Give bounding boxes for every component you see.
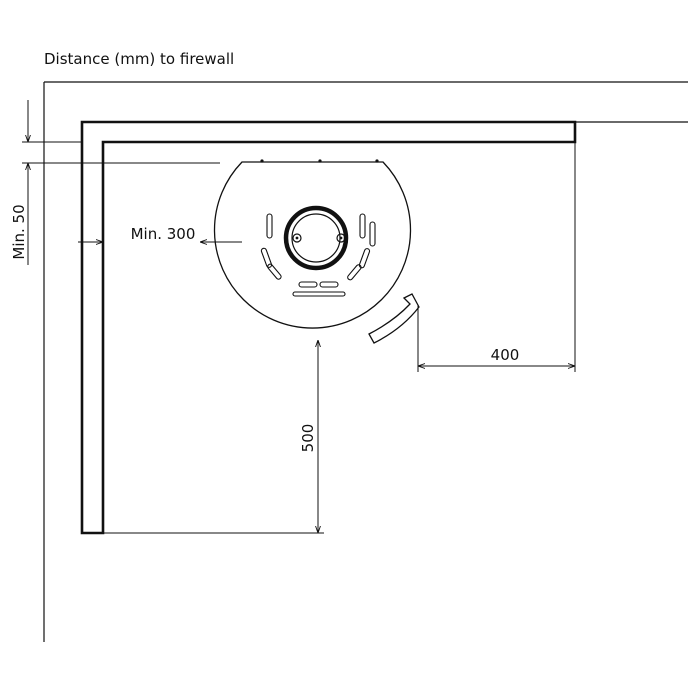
stove: [213, 159, 420, 344]
label-400: 400: [491, 346, 520, 364]
dimension-min-50: [22, 100, 220, 265]
vent-slots: [260, 213, 376, 297]
title: Distance (mm) to firewall: [44, 50, 235, 68]
dimension-500: [103, 340, 324, 534]
flue-inner: [291, 213, 341, 263]
firewall-outline: [43, 81, 688, 642]
stove-door: [368, 293, 420, 344]
hearth-plate: [80, 120, 577, 535]
label-min-300: Min. 300: [131, 225, 196, 243]
label-min-50: Min. 50: [10, 204, 28, 259]
dimension-400: [417, 142, 576, 372]
label-500: 500: [299, 424, 317, 453]
flue-outer: [283, 205, 349, 271]
stove-body: [213, 161, 412, 329]
